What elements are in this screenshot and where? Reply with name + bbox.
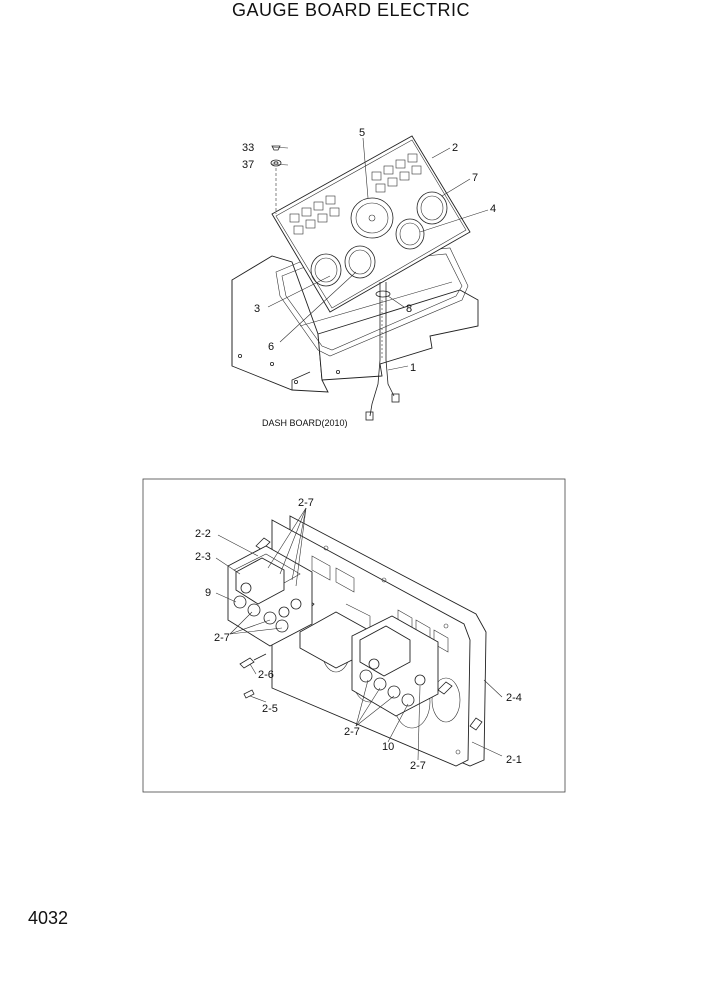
callout-2-3: 2-3 xyxy=(195,551,211,563)
callout-2-4: 2-4 xyxy=(506,692,522,704)
callout-33: 33 xyxy=(242,142,254,154)
detail-frame xyxy=(142,478,566,793)
callout-2-5: 2-5 xyxy=(262,703,278,715)
upper-leader-lines xyxy=(267,137,489,371)
callout-4: 4 xyxy=(490,203,496,215)
callout-9: 9 xyxy=(205,587,211,599)
callout-7: 7 xyxy=(472,172,478,184)
callout-8: 8 xyxy=(406,303,412,315)
page-number: 4032 xyxy=(28,908,69,928)
callout-2-6: 2-6 xyxy=(258,669,274,681)
callout-2-7-mid: 2-7 xyxy=(344,726,360,738)
callout-5: 5 xyxy=(359,127,365,139)
callout-10: 10 xyxy=(382,741,394,753)
dash-board-assembly xyxy=(231,135,479,421)
callout-2-7-left: 2-7 xyxy=(214,632,230,644)
gauge-board-assembly xyxy=(227,515,487,767)
callout-37: 37 xyxy=(242,159,254,171)
lower-leader-lines xyxy=(215,507,503,761)
callout-2-7-top: 2-7 xyxy=(298,497,314,509)
callout-1: 1 xyxy=(410,362,416,374)
callout-2-1: 2-1 xyxy=(506,754,522,766)
callout-2: 2 xyxy=(452,142,458,154)
figure-caption: DASH BOARD(2010) xyxy=(262,418,348,428)
page-title: GAUGE BOARD ELECTRIC xyxy=(231,0,471,20)
callout-2-2: 2-2 xyxy=(195,528,211,540)
callout-6: 6 xyxy=(268,341,274,353)
callout-3: 3 xyxy=(254,303,260,315)
callout-2-7-bottom: 2-7 xyxy=(410,760,426,772)
